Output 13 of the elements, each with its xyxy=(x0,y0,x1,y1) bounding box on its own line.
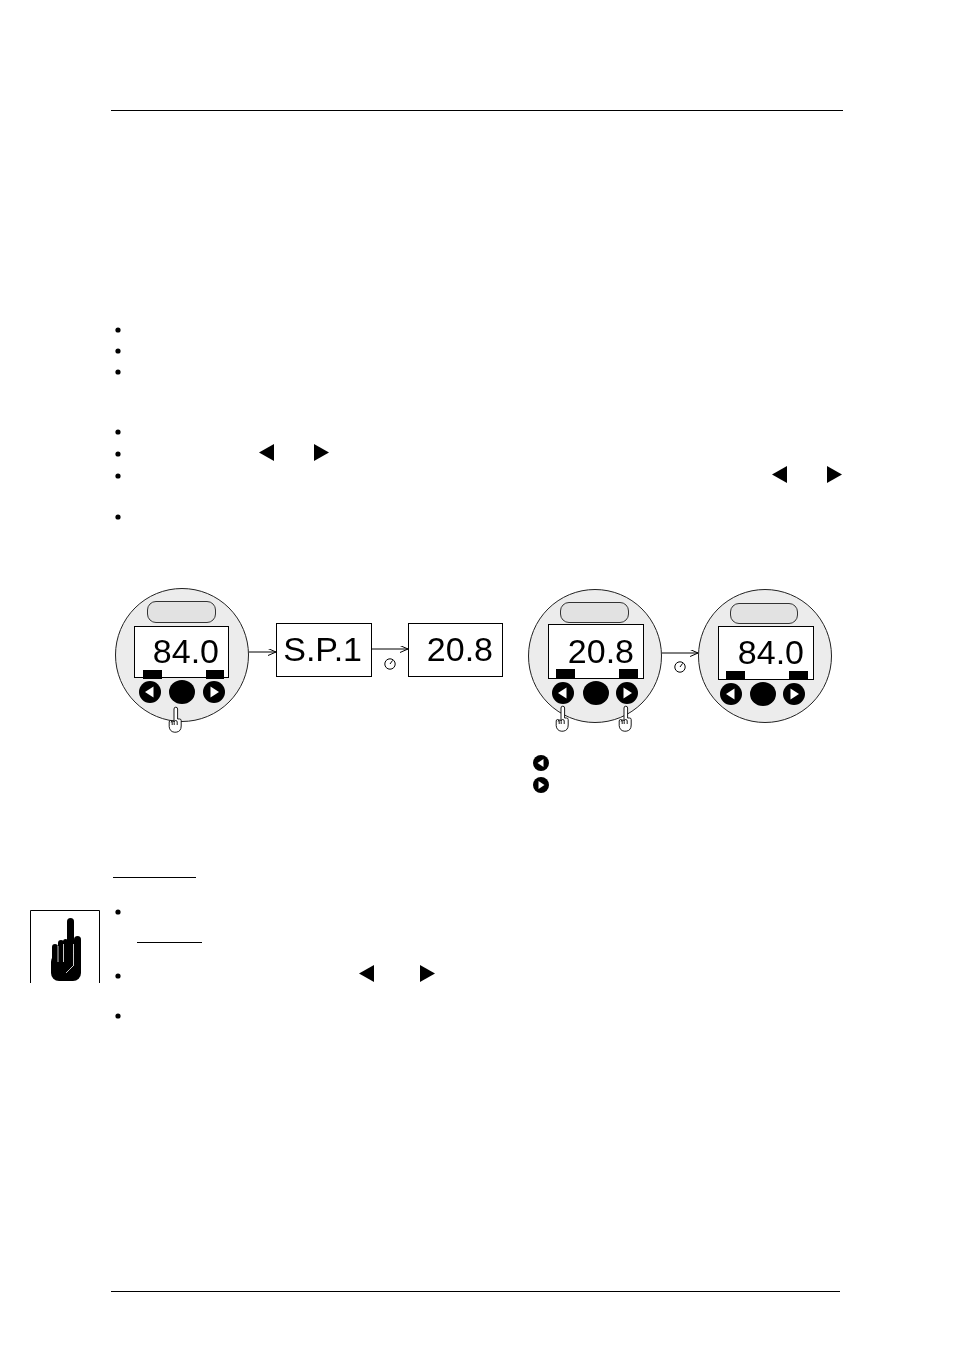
arrow xyxy=(248,648,277,656)
lcd-display xyxy=(408,623,503,677)
lcd-reading: 20.8 xyxy=(567,634,634,668)
lcd-display xyxy=(276,623,372,677)
lcd-display xyxy=(134,626,229,678)
lcd-reading: 20.8 xyxy=(426,632,493,666)
lcd-display xyxy=(548,624,644,679)
arrow xyxy=(661,649,699,657)
lcd-reading: 84.0 xyxy=(152,634,219,668)
arrow xyxy=(371,645,409,653)
lcd-reading: S.P.1 xyxy=(283,632,362,666)
lcd-display xyxy=(718,626,814,680)
lcd-reading: 84.0 xyxy=(737,635,804,669)
